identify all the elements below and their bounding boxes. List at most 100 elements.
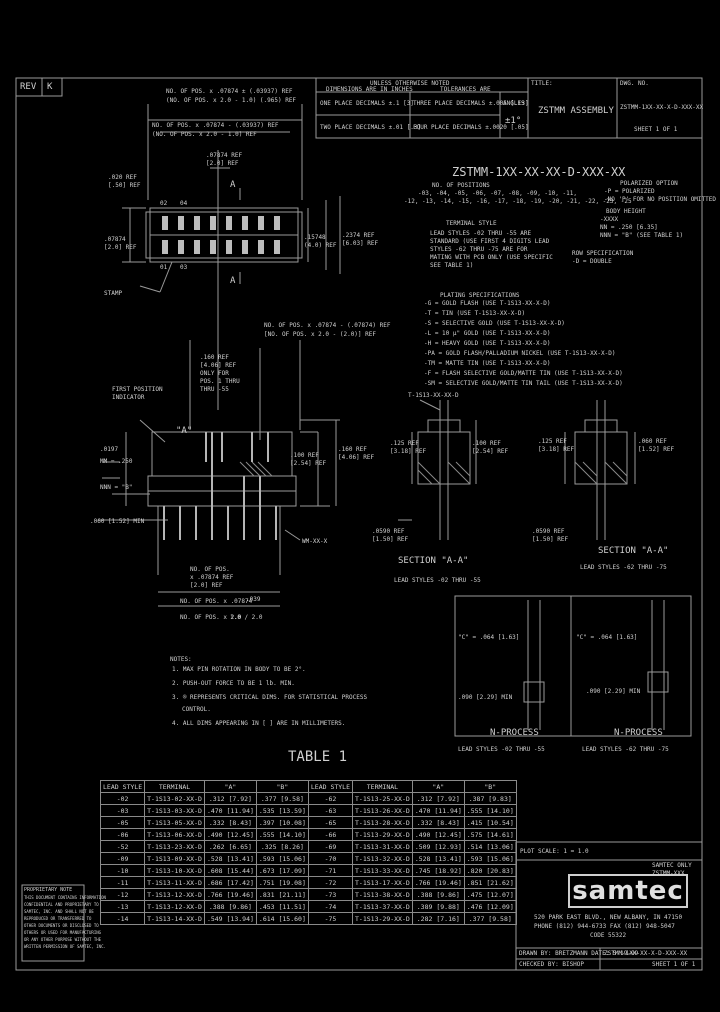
table-cell: T-1S13-09-XX-D <box>144 852 205 865</box>
angles-label: ANGLES <box>503 100 525 107</box>
terminal-line-3: STYLES -62 THRU -75 ARE FOR <box>430 246 528 253</box>
table-cell: .453 [11.51] <box>255 900 309 913</box>
table-cell: .332 [8.43] <box>411 816 465 829</box>
table-cell: -14 <box>99 912 146 925</box>
lead-ref-1: .160 REF <box>200 354 229 361</box>
table-header: "B" <box>463 780 517 793</box>
table-cell: -52 <box>99 840 146 853</box>
table-cell: T-1S13-29-XX-D <box>352 912 413 925</box>
table-cell: .673 [17.09] <box>255 864 309 877</box>
table-cell: .549 [13.94] <box>203 912 257 925</box>
proprietary-line: OTHERS OR USED FOR MANUFACTURING <box>24 930 102 935</box>
table-cell: .388 [9.86] <box>411 888 465 901</box>
note-4: 4. ALL DIMS APPEARING IN [ ] ARE IN MILL… <box>172 720 346 727</box>
table-cell: -75 <box>307 912 354 925</box>
table-cell: .575 [14.61] <box>463 828 517 841</box>
tolerance-col1: DIMENSIONS ARE IN INCHES <box>326 86 413 93</box>
table-cell: -09 <box>99 852 146 865</box>
table-header: "B" <box>255 780 309 793</box>
table-cell: .397 [10.08] <box>255 816 309 829</box>
tolerance-col2: TOLERANCES ARE <box>440 86 491 93</box>
lead-style-table: LEAD STYLE TERMINAL "A" "B" LEAD STYLE T… <box>99 780 517 925</box>
section-left-dim-4: [2.54] REF <box>472 448 509 455</box>
table-title: TABLE 1 <box>288 749 348 765</box>
company-phone: PHONE (812) 944-6733 FAX (812) 948-5047 <box>534 923 675 930</box>
table-cell: T-1S13-31-XX-D <box>352 840 413 853</box>
section-left-dim-1: .125 REF <box>390 440 419 447</box>
table-cell: .388 [9.86] <box>203 900 257 913</box>
table-cell: -70 <box>307 852 354 865</box>
dim-k-1: NO. OF POS. <box>190 566 230 573</box>
plating-item: -L = 10 μ" GOLD (USE T-1S13-XX-X-D) <box>424 330 551 337</box>
table-cell: T-1S13-17-XX-D <box>352 876 413 889</box>
table-cell: T-1S13-25-XX-D <box>352 792 413 805</box>
drawing-title: ZSTMM ASSEMBLY <box>538 106 614 116</box>
table-cell: T-1S13-03-XX-D <box>144 804 205 817</box>
table-cell: -73 <box>307 888 354 901</box>
polarized-line-2: -NO 'P' FOR NO POSITION OMITTED <box>604 196 716 203</box>
table-cell: .282 [7.16] <box>411 912 465 925</box>
unless-noted: UNLESS OTHERWISE NOTED <box>370 80 450 87</box>
table-cell: -66 <box>307 828 354 841</box>
proprietary-line: CONFIDENTIAL AND PROPRIETARY TO <box>24 902 99 907</box>
dim-k-3: [2.0] REF <box>190 582 223 589</box>
lead-ref-5: THRU -55 <box>200 386 229 393</box>
company-code: CODE 55322 <box>590 932 627 939</box>
table-cell: -05 <box>99 816 146 829</box>
table-cell: -12 <box>99 888 146 901</box>
body-height-line-1: -XXXX <box>600 216 619 223</box>
table-cell: -71 <box>307 864 354 877</box>
rev-value: K <box>47 82 53 92</box>
table-header: LEAD STYLE <box>99 780 146 793</box>
table-cell: .608 [15.44] <box>203 864 257 877</box>
table-cell: T-1S13-26-XX-D <box>352 804 413 817</box>
section-right-title: SECTION "A-A" <box>598 546 669 556</box>
table-cell: -63 <box>307 804 354 817</box>
table-cell: .535 [13.59] <box>255 804 309 817</box>
dim-e-mm: [2.0] REF <box>104 244 137 251</box>
table-cell: .528 [13.41] <box>203 852 257 865</box>
plating-item: -PA = GOLD FLASH/PALLADIUM NICKEL (USE T… <box>424 350 616 357</box>
process-left-min: .090 [2.29] MIN <box>458 694 513 701</box>
dim-m-2: NO. OF POS. x 2.0 <box>180 614 242 621</box>
section-mark-a-top: A <box>230 180 236 190</box>
table-header: "A" <box>411 780 465 793</box>
positions-line-1: -03, -04, -05, -06, -07, -08, -09, -10, … <box>418 190 577 197</box>
table-cell: .851 [21.62] <box>463 876 517 889</box>
dim-m-2b: 1.0 / 2.0 <box>230 614 263 621</box>
table-cell: .766 [19.46] <box>203 888 257 901</box>
table-cell: .325 [8.26] <box>255 840 309 853</box>
table-cell: T-1S13-10-XX-D <box>144 864 205 877</box>
side-dim-v3: .160 REF <box>338 446 367 453</box>
dim-a-mm: (NO. OF POS. x 2.0 - 1.0) (.965) REF <box>166 97 297 104</box>
table-cell: .470 [11.94] <box>411 804 465 817</box>
section-right-dim-5: .0590 REF <box>532 528 565 535</box>
table-cell: T-1S13-11-XX-D <box>144 876 205 889</box>
proprietary-line: WRITTEN PERMISSION OF SAMTEC, INC. <box>24 944 106 949</box>
row-spec-line-1: -D = DOUBLE <box>572 258 612 265</box>
section-right-dim-6: [1.50] REF <box>532 536 569 543</box>
table-cell: .377 [9.58] <box>463 912 517 925</box>
table-cell: -06 <box>99 828 146 841</box>
table-cell: .831 [21.11] <box>255 888 309 901</box>
dim-g-mm: [6.03] REF <box>342 240 379 247</box>
table-cell: -13 <box>99 900 146 913</box>
table-cell: T-1S13-28-XX-D <box>352 816 413 829</box>
title-label: TITLE: <box>531 80 553 87</box>
proprietary-title: PROPRIETARY NOTE <box>24 887 73 893</box>
table-cell: .751 [19.08] <box>255 876 309 889</box>
body-height-line-2: NN = .250 [6.35] <box>600 224 658 231</box>
table-header-row: LEAD STYLE TERMINAL "A" "B" LEAD STYLE T… <box>99 780 517 793</box>
table-cell: .555 [14.10] <box>463 804 517 817</box>
dim-square: .0197 <box>100 446 119 453</box>
plating-item: -SM = SELECTIVE GOLD/MATTE TIN TAIL (USE… <box>424 380 623 387</box>
process-right-dim: "C" = .064 [1.63] <box>576 634 638 641</box>
table-cell: -03 <box>99 804 146 817</box>
pin-01-label: 01 <box>160 264 168 271</box>
dim-c-inch: .07874 REF <box>206 152 243 159</box>
three-place-tolerance: THREE PLACE DECIMALS ±.005 [.13] <box>413 100 529 107</box>
